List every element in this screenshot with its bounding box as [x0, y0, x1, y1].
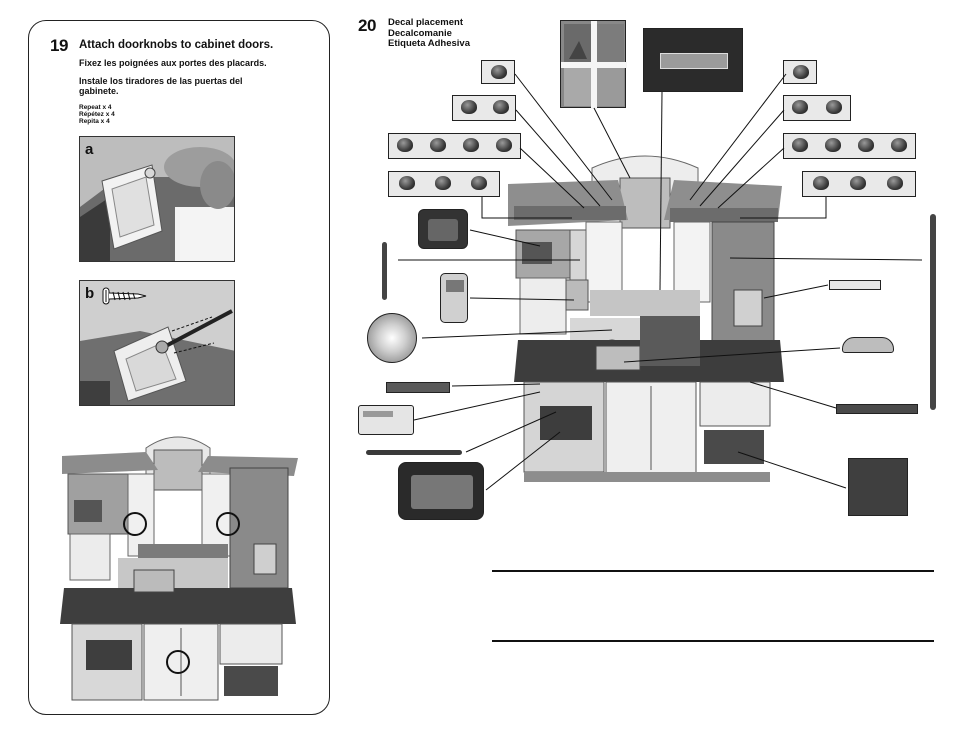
photo-a: a [79, 136, 235, 262]
rule-top [492, 570, 934, 572]
step-20-title-es: Etiqueta Adhesiva [388, 38, 471, 49]
apple-decal-icon [461, 100, 477, 114]
apple-decal-icon [891, 138, 907, 152]
step-19-title: Attach doorknobs to cabinet doors. [79, 39, 274, 51]
photo-a-label: a [85, 141, 94, 158]
burner-decal [367, 313, 417, 363]
oven-window [411, 475, 473, 509]
rug-decal-pattern [660, 53, 728, 69]
apple-decal-icon [813, 176, 829, 190]
apple-decal-icon [887, 176, 903, 190]
dishwasher-label-decal [358, 405, 414, 435]
apple-decal-icon [430, 138, 446, 152]
photo-b-illustration [80, 281, 234, 405]
screw-icon [102, 287, 147, 305]
basket-decal [848, 458, 908, 516]
photo-b-label: b [85, 285, 95, 302]
faucet-plate-decal [842, 337, 894, 353]
fridge-handle-decal [930, 214, 936, 410]
apple-decal-icon [493, 100, 509, 114]
microwave-window [428, 219, 458, 241]
dishwasher-label-bar [363, 411, 393, 417]
apple-decal-icon [793, 65, 809, 79]
control-strip-decal [386, 382, 450, 393]
apple-decal-icon [792, 100, 808, 114]
apple-decal-icon [850, 176, 866, 190]
window-decal-art [561, 21, 627, 109]
window-decal [560, 20, 627, 109]
phone-decal [440, 273, 468, 323]
step-19-title-fr: Fixez les poignées aux portes des placar… [79, 58, 267, 68]
repeat-es: Repita x 4 [79, 118, 110, 126]
repeat-notes: Repeat x 4 Répétez x 4 Repita x 4 [79, 104, 115, 126]
phone-screen [446, 280, 464, 292]
photo-a-illustration [80, 137, 234, 261]
apple-decal-icon [435, 176, 451, 190]
step-20-title-fr: Decalcomanie [388, 27, 452, 39]
step-20-titles: Decal placement Decalcomanie Etiqueta Ad… [388, 17, 471, 50]
kitchen-overview-19 [60, 436, 298, 701]
apple-decal-icon [491, 65, 507, 79]
rule-bottom [492, 640, 934, 642]
kitchen-decal-target [508, 155, 784, 482]
repeat-en: Repeat x 4 [79, 104, 112, 111]
step-19-panel [28, 20, 330, 715]
apple-decal-icon [496, 138, 512, 152]
apple-decal-icon [792, 138, 808, 152]
apple-decal-triple-right [802, 171, 916, 197]
apple-decal-icon [471, 176, 487, 190]
apple-decal-icon [858, 138, 874, 152]
apple-decal-icon [463, 138, 479, 152]
knob-strip-decal [836, 404, 918, 414]
repeat-fr: Répétez x 4 [79, 111, 115, 119]
apple-decal-double-left [452, 95, 516, 121]
apple-decal-quad-right [783, 133, 916, 159]
fridge-display-decal [829, 280, 881, 290]
step-20-number: 20 [358, 16, 376, 35]
rug-decal [643, 28, 743, 92]
oven-door-decal [398, 462, 484, 520]
apple-decal-single-right [783, 60, 817, 84]
apple-decal-icon [825, 138, 841, 152]
apple-decal-double-right [783, 95, 851, 121]
apple-decal-icon [397, 138, 413, 152]
apple-decal-single-left [481, 60, 515, 84]
step-19-title-es: Instale los tiradores de las puertas del… [79, 76, 243, 96]
oven-handle-decal [366, 450, 462, 455]
step-20-title-en: Decal placement [388, 17, 463, 28]
apple-decal-quad-left [388, 133, 521, 159]
apple-decal-triple-left [388, 171, 500, 197]
handle-decal-left [382, 242, 387, 300]
apple-decal-icon [399, 176, 415, 190]
apple-decal-icon [826, 100, 842, 114]
step-19-number: 19 [50, 36, 68, 55]
microwave-decal [418, 209, 468, 249]
